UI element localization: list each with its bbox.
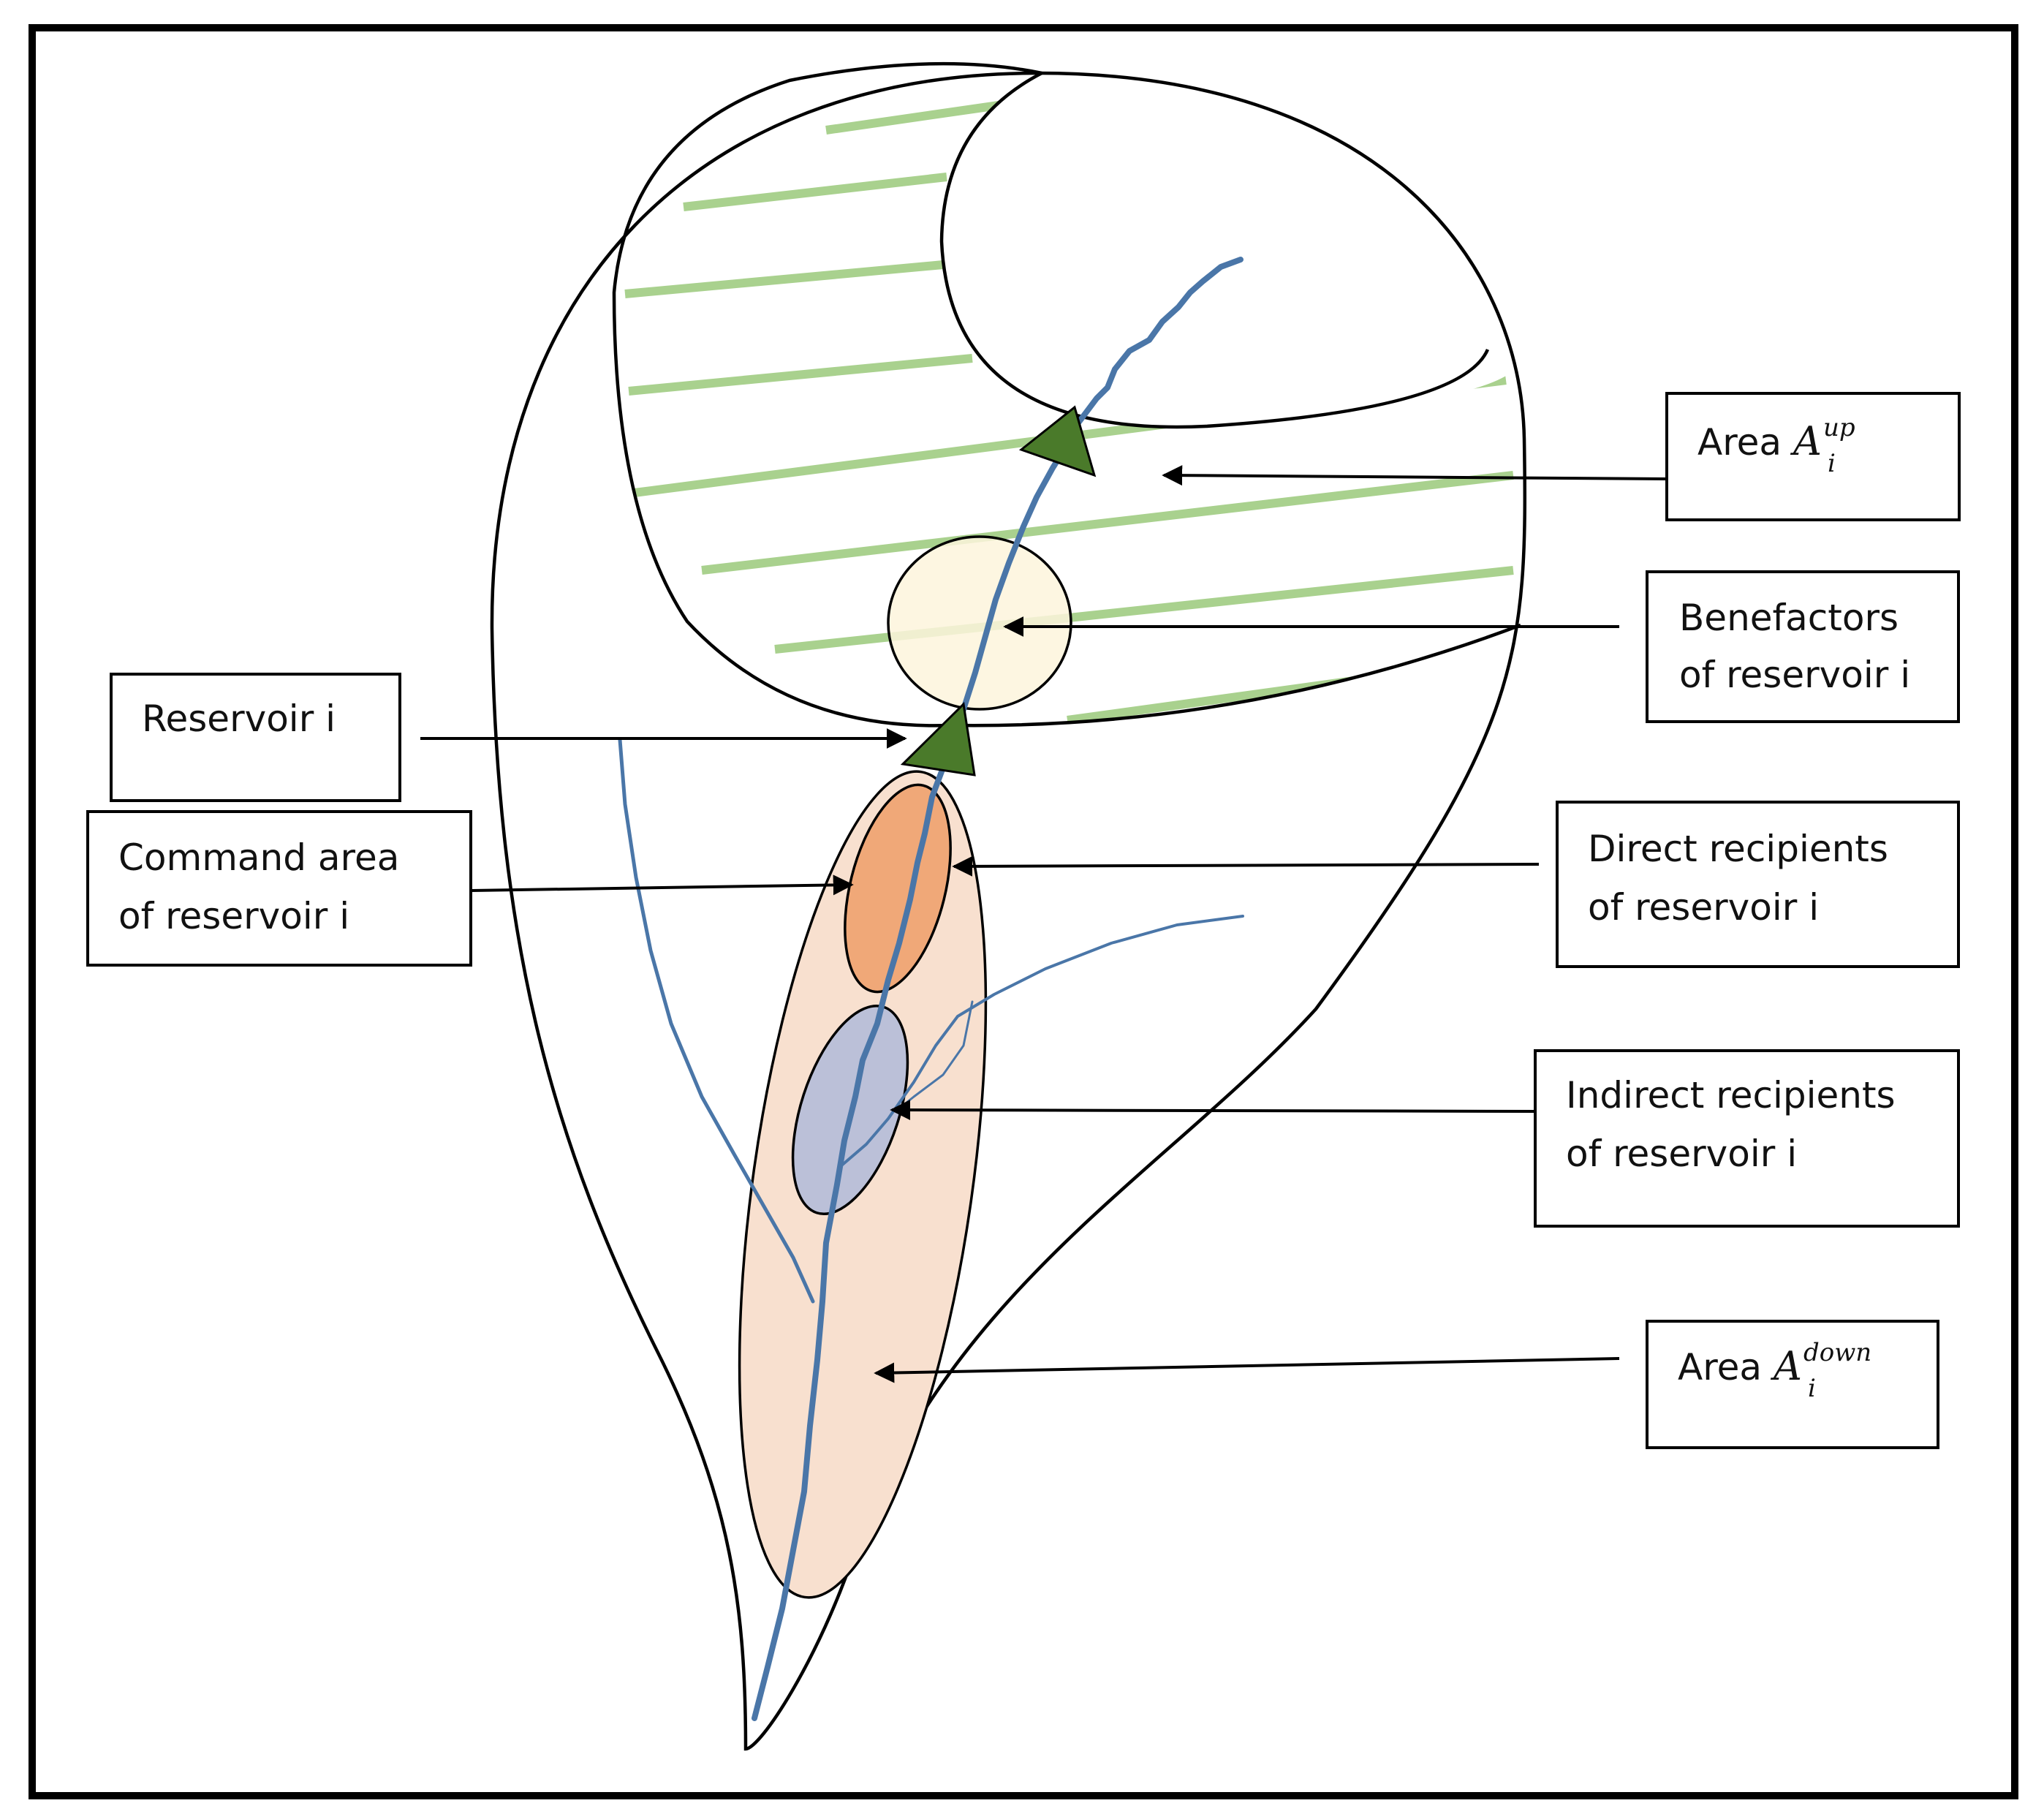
label-indirect-recipients: Indirect recipients of reservoir i: [1534, 1049, 1960, 1228]
benefactors-line2: of reservoir i: [1679, 654, 1910, 696]
upstream-area-boundary: [612, 61, 1521, 728]
direct-line1: Direct recipients: [1588, 828, 1888, 870]
arrow-direct: [952, 855, 1540, 877]
area-up-prefix: Area: [1697, 421, 1793, 464]
area-down-sub: i: [1808, 1374, 1816, 1403]
label-reservoir: Reservoir i: [110, 673, 401, 802]
arrow-area-up: [1162, 465, 1668, 486]
command-area-line2: of reservoir i: [118, 895, 349, 937]
arrow-area-down: [874, 1357, 1620, 1383]
catchment-boundary: [490, 71, 1527, 1751]
benefactors-circle: [887, 535, 1072, 711]
indirect-line2: of reservoir i: [1566, 1133, 1797, 1175]
sub-catchment-boundary: [939, 72, 1490, 429]
label-area-up: Area Aup i: [1665, 392, 1961, 521]
label-area-down: Area Adown i: [1646, 1320, 1939, 1449]
svg-text:Area Aup: Area Aup: [1697, 413, 1855, 464]
left-tributary: [618, 738, 815, 1304]
area-up-sup: up: [1823, 413, 1855, 442]
arrow-indirect: [890, 1100, 1536, 1121]
label-benefactors: Benefactors of reservoir i: [1646, 570, 1960, 723]
benefactors-line1: Benefactors: [1679, 597, 1899, 639]
svg-text:Area Adown: Area Adown: [1678, 1338, 1871, 1389]
command-area-line1: Command area: [118, 836, 399, 879]
right-tributary: [839, 915, 1244, 1168]
reservoir-line1: Reservoir i: [142, 698, 336, 740]
area-down-sup: down: [1803, 1338, 1871, 1367]
indirect-line1: Indirect recipients: [1566, 1074, 1896, 1116]
area-down-symbol: A: [1770, 1343, 1802, 1389]
area-up-symbol: A: [1790, 418, 1822, 464]
figure-frame: [29, 24, 2018, 1799]
area-down-prefix: Area: [1678, 1346, 1774, 1388]
reservoir-i-marker: [900, 701, 976, 776]
label-direct-recipients: Direct recipients of reservoir i: [1556, 801, 1960, 968]
upstream-reservoir-marker: [1018, 405, 1097, 477]
label-command-area: Command area of reservoir i: [86, 810, 472, 967]
direct-line2: of reservoir i: [1588, 886, 1819, 929]
arrow-command-area: [471, 874, 854, 896]
area-up-sub: i: [1828, 449, 1836, 478]
